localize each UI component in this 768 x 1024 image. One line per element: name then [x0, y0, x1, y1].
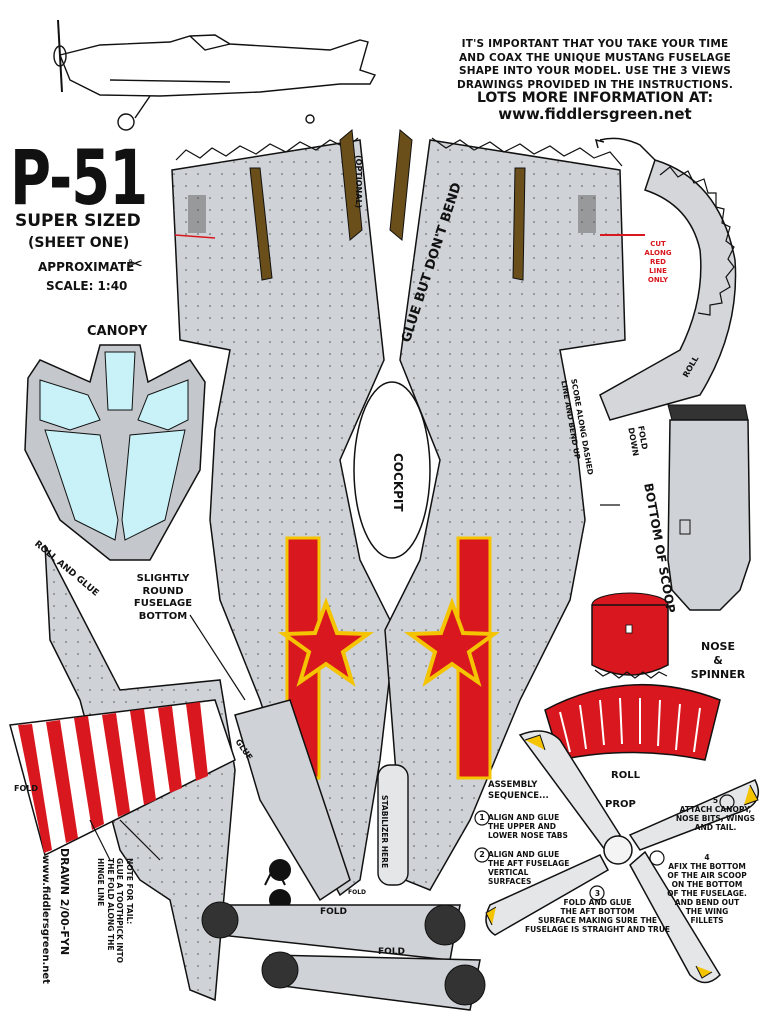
assembly-heading: ASSEMBLY SEQUENCE... [488, 780, 549, 802]
label-line: & [713, 654, 723, 667]
nose-roll-strip [594, 137, 737, 421]
assembly-step-5: 5 ATTACH CANOPY, NOSE BITS, WINGS AND TA… [668, 796, 763, 832]
tail-fin-part [9, 544, 236, 1002]
step-line: THE UPPER AND [488, 822, 557, 831]
canopy-label: CANOPY [87, 324, 148, 339]
label-line: NOSE [701, 640, 735, 653]
drawn-credit: DRAWN 2/00-FYN [58, 848, 71, 956]
roll-spinner-label: ROLL [611, 770, 640, 781]
label-line: GLUE A TOOTHPICK INTO [115, 858, 125, 963]
tail-note: NOTE FOR TAIL: GLUE A TOOTHPICK INTO THE… [96, 858, 135, 963]
step-line: SURFACES [488, 877, 532, 886]
step-number: 5 [712, 796, 719, 805]
label-line: NOTE FOR TAIL: [125, 858, 134, 925]
prop-label: PROP [605, 799, 636, 810]
step-line: THE AFT FUSELAGE [488, 859, 570, 868]
instruction-text-block: IT'S IMPORTANT THAT YOU TAKE YOUR TIME A… [435, 38, 755, 92]
instruction-line: DRAWINGS PROVIDED IN THE INSTRUCTIONS. [456, 78, 734, 91]
step-line: AND TAIL. [694, 823, 737, 832]
assembly-step-1: 1 ALIGN AND GLUE THE UPPER AND LOWER NOS… [476, 813, 586, 840]
spinner-part [591, 592, 669, 679]
side-website-url: www.fiddlersgreen.net [40, 855, 51, 984]
approx-label: APPROXIMATE [38, 260, 135, 274]
instruction-line: IT'S IMPORTANT THAT YOU TAKE YOUR TIME [461, 38, 729, 50]
step-line: VERTICAL [488, 868, 529, 877]
website-url[interactable]: www.fiddlersgreen.net [498, 105, 692, 123]
canopy-part [24, 344, 206, 561]
step-line: FOLD AND GLUE [563, 898, 632, 907]
fuselage-main-part-right [174, 137, 645, 891]
label-line: LINE [649, 267, 667, 275]
step-line: ALIGN AND GLUE [488, 850, 560, 859]
step-line: AFIX THE BOTTOM [668, 862, 746, 871]
p51-side-view-icon [53, 19, 377, 131]
scale-label: SCALE: 1:40 [46, 279, 128, 293]
fold-tail-label: FOLD [14, 784, 39, 793]
scoop-bottom-part [667, 404, 751, 611]
assembly-step-4: 4 AFIX THE BOTTOM OF THE AIR SCOOP ON TH… [652, 853, 762, 925]
label-line: THE FOLD ALONG THE [106, 858, 115, 951]
label-line: BOTTOM [138, 610, 188, 622]
label-line: ALONG [644, 249, 672, 257]
step-line: ON THE BOTTOM [671, 880, 743, 889]
step-line: SURFACE MAKING SURE THE [537, 916, 657, 925]
fold-gear-label-2: FOLD [378, 947, 406, 957]
step-line: FUSELAGE IS STRAIGHT AND TRUE [524, 925, 671, 934]
cut-along-red-line-label: CUT ALONG RED LINE ONLY [638, 240, 678, 285]
step-number: 1 [479, 813, 485, 822]
label-line: SLIGHTLY [136, 573, 190, 584]
red-star-insignia-right [404, 536, 500, 780]
more-info-heading: LOTS MORE INFORMATION AT: [476, 90, 714, 106]
step-line: OF THE FUSELAGE. [667, 889, 747, 898]
spinner-roll-fan [544, 683, 721, 761]
fuselage-main-part [171, 137, 396, 897]
assembly-arrows [89, 504, 620, 861]
scissors-icon: ✂ [128, 254, 144, 275]
stabilizer-slot [377, 764, 409, 886]
nose-spinner-label: NOSE & SPINNER [678, 640, 758, 682]
label-line: ASSEMBLY [488, 780, 538, 790]
label-line: HINGE LINE [96, 858, 106, 907]
label-line: ONLY [647, 276, 669, 284]
fold-gear-label-1: FOLD [320, 907, 348, 917]
label-line: RED [650, 258, 666, 266]
subtitle: SUPER SIZED [15, 211, 141, 231]
step-number: 4 [704, 853, 710, 862]
step-line: THE AFT BOTTOM [560, 907, 635, 916]
step-number: 3 [594, 889, 601, 898]
step-line: ATTACH CANOPY, [679, 805, 752, 814]
stabilizer-here-label: STABILIZER HERE [380, 795, 389, 869]
fold-small-label: FOLD [348, 889, 367, 896]
assembly-step-3: 3 FOLD AND GLUE THE AFT BOTTOM SURFACE M… [510, 889, 685, 934]
exhaust-stacks [339, 129, 413, 241]
step-number-circles [474, 794, 735, 901]
optional-label: (OPTIONAL) [354, 155, 363, 209]
sheet-number: (SHEET ONE) [28, 235, 130, 251]
cockpit-label: COCKPIT [391, 453, 405, 512]
step-line: AND BEND OUT [674, 898, 740, 907]
label-line: SEQUENCE... [488, 791, 549, 801]
instruction-line: AND COAX THE UNIQUE MUSTANG FUSELAGE [458, 51, 732, 64]
instruction-line: SHAPE INTO YOUR MODEL. USE THE 3 VIEWS [458, 65, 732, 77]
label-line: SPINNER [690, 668, 746, 681]
landing-gear-part [201, 859, 486, 1011]
cockpit-opening [353, 381, 431, 559]
label-line: ROUND [142, 585, 184, 597]
step-line: THE WING [685, 907, 729, 916]
step-number: 2 [479, 850, 485, 859]
label-line: CUT [650, 240, 666, 248]
step-line: ALIGN AND GLUE [488, 813, 560, 822]
label-line: FUSELAGE [133, 598, 193, 609]
slightly-round-label: SLIGHTLY ROUND FUSELAGE BOTTOM [118, 573, 208, 623]
label-word: OF [652, 543, 670, 564]
step-line: OF THE AIR SCOOP [667, 871, 747, 880]
fuselage-bottom-part [234, 699, 351, 902]
step-line: FILLETS [690, 916, 724, 925]
propeller-part [485, 730, 760, 984]
page-title: P-51 [10, 135, 148, 223]
assembly-step-2: 2 ALIGN AND GLUE THE AFT FUSELAGE VERTIC… [476, 850, 586, 886]
step-line: NOSE BITS, WINGS [675, 814, 756, 823]
step-line: LOWER NOSE TABS [488, 831, 568, 840]
